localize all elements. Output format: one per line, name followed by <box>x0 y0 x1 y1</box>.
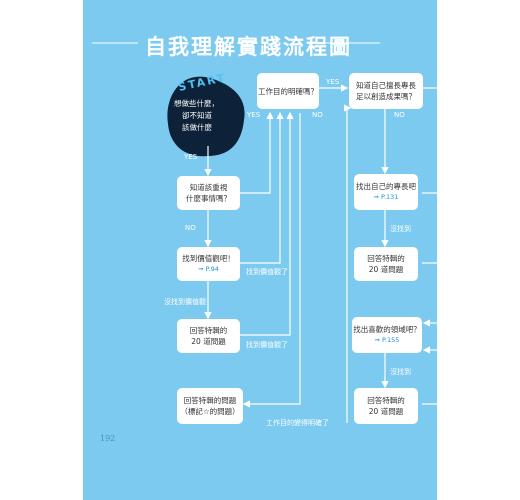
edge-important-yes <box>240 111 274 194</box>
edge-goal-clear <box>344 104 352 423</box>
label-found-values: 找到價值觀了 <box>246 268 288 276</box>
node-answer20-right-2-line1: 回答特輯的 <box>367 396 405 405</box>
node-answer-marked-line2: （標記☆的問題） <box>180 407 240 416</box>
node-answer-marked-line1: 回答特輯的問題 <box>183 396 237 405</box>
start-line-1: 想做些什麼， <box>174 99 219 108</box>
node-know-important-line2: 什麼事情嗎？ <box>186 194 231 203</box>
node-find-strength-line1: 找出自己的專長吧 <box>356 182 416 191</box>
node-find-domain-ref: ➞ P.155 <box>374 336 400 344</box>
label-yes-mid: YES <box>247 111 261 119</box>
node-answer-marked: 回答特輯的問題 （標記☆的問題） <box>177 388 243 424</box>
node-find-strength: 找出自己的專長吧 ➞ P.131 <box>354 174 418 210</box>
node-answer20-right-1-line2: 20 道問題 <box>368 265 404 274</box>
node-know-strength: 知道自己擅長專長 足以創造成果嗎？ <box>349 73 423 109</box>
node-answer20-right-2: 回答特輯的 20 道問題 <box>354 388 418 424</box>
node-answer20-right-1-line1: 回答特輯的 <box>367 254 405 263</box>
page-number: 192 <box>100 434 116 443</box>
node-find-strength-ref: ➞ P.131 <box>373 193 399 201</box>
label-no-top: NO <box>312 111 323 119</box>
label-yes-left: YES <box>184 153 198 161</box>
node-find-domain-line1: 找出喜歡的領域吧？ <box>353 325 421 334</box>
start-line-2: 卻不知道 <box>182 111 212 120</box>
label-no-left: NO <box>185 224 196 232</box>
edge-values-found <box>240 111 284 264</box>
node-find-values-ref: ➞ P.94 <box>198 265 219 273</box>
node-know-important-line1: 知道該重視 <box>189 183 228 192</box>
node-know-strength-line1: 知道自己擅長專長 <box>356 81 416 90</box>
node-clear-goal-text: 工作目的明確嗎？ <box>258 86 318 96</box>
node-know-strength-line2: 足以創造成果嗎？ <box>356 92 416 101</box>
label-no-right: NO <box>394 111 405 119</box>
label-not-found-right-1: 沒找到 <box>390 225 411 233</box>
label-found-values-2: 找到價值觀了 <box>246 341 288 349</box>
node-answer20-right-2-line2: 20 道問題 <box>368 407 404 416</box>
edge-goal-no <box>242 113 301 408</box>
node-answer20-left-line2: 20 道問題 <box>191 337 226 346</box>
node-find-values-line1: 找到價值觀吧！ <box>182 254 235 263</box>
label-yes-top: YES <box>326 78 340 86</box>
edge-answer-found <box>240 111 294 336</box>
node-know-important: 知道該重視 什麼事情嗎？ <box>177 176 240 210</box>
start-line-3: 該做什麼 <box>182 123 212 132</box>
label-not-found-right-2: 沒找到 <box>390 368 411 376</box>
node-find-domain: 找出喜歡的領域吧？ ➞ P.155 <box>352 317 422 353</box>
page-title: 自我理解實踐流程圖 <box>145 35 352 59</box>
label-goal-clear: 工作目的變得明確了 <box>266 419 329 427</box>
node-answer20-left-line1: 回答特輯的 <box>189 326 228 335</box>
start-badge: START <box>177 71 228 94</box>
start-blob <box>167 76 245 157</box>
node-answer20-right-1: 回答特輯的 20 道問題 <box>354 247 418 281</box>
node-find-values: 找到價值觀吧！ ➞ P.94 <box>177 247 240 281</box>
node-answer20-left: 回答特輯的 20 道問題 <box>177 319 240 353</box>
label-not-found-values: 沒找到價值觀 <box>164 298 206 306</box>
node-clear-goal: 工作目的明確嗎？ <box>257 73 319 109</box>
start-node: START 想做些什麼， 卻不知道 該做什麼 <box>168 70 248 156</box>
